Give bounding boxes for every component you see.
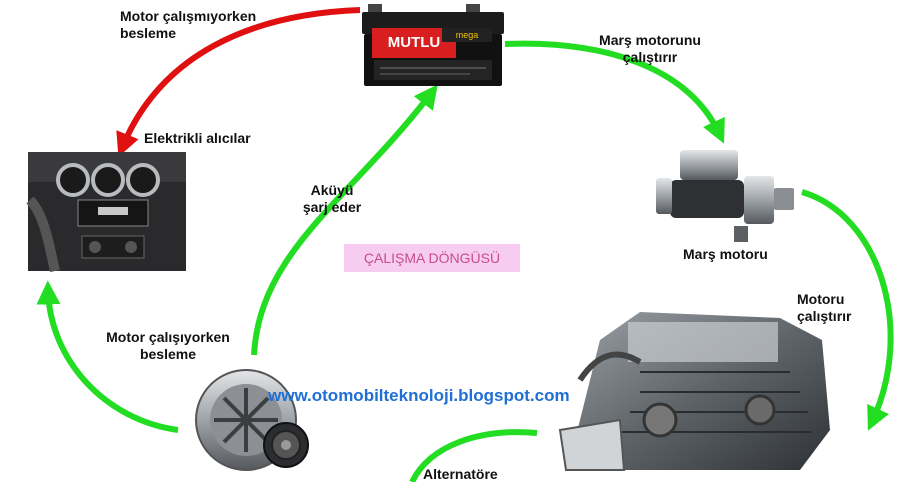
label-starter-run-line1: Marş motorunu	[599, 32, 701, 48]
label-charges-line2: şarj eder	[302, 199, 362, 215]
label-starter-run: Marş motorunu çalıştırır	[590, 32, 710, 66]
alternator-image	[195, 369, 309, 471]
battery-image	[362, 4, 504, 86]
arrow-starter-to-engine	[801, 189, 894, 431]
arrow-alternator-to-battery	[251, 84, 438, 356]
label-battery-feed-line2: besleme	[120, 25, 177, 41]
label-alt-drive: Alternatöre	[423, 466, 498, 482]
label-starter-run-line2: çalıştırır	[622, 49, 678, 65]
battery-sub: mega	[455, 30, 479, 40]
dashboard-image	[26, 152, 186, 273]
label-alt-feed: Motor çalışıyorken besleme	[88, 329, 248, 363]
label-starter: Marş motoru	[683, 246, 768, 262]
arrow-engine-to-alternator	[409, 429, 538, 482]
cycle-title: ÇALIŞMA DÖNGÜSÜ	[344, 244, 520, 272]
battery-brand: MUTLU	[387, 34, 441, 51]
label-battery-feed: Motor çalışmıyorken besleme	[120, 8, 256, 42]
watermark: www.otomobilteknoloji.blogspot.com	[268, 386, 570, 405]
label-battery-feed-line1: Motor çalışmıyorken	[120, 8, 257, 24]
label-engine-run-line1: Motoru	[797, 291, 845, 307]
arrow-alternator-to-consumers	[36, 280, 179, 433]
engine-image	[558, 312, 830, 471]
label-charges: Aküyü şarj eder	[292, 182, 372, 216]
label-engine-run: Motoru çalıştırır	[797, 291, 851, 325]
arrow-battery-to-starter	[504, 40, 725, 144]
label-engine-run-line2: çalıştırır	[797, 308, 852, 324]
label-alt-feed-line1: Motor çalışıyorken	[106, 329, 230, 345]
label-charges-line1: Aküyü	[310, 182, 354, 198]
label-consumers: Elektrikli alıcılar	[144, 130, 251, 146]
label-alt-feed-line2: besleme	[139, 346, 197, 362]
arrow-battery-to-consumers	[116, 7, 361, 157]
starter-motor-image	[656, 150, 794, 242]
